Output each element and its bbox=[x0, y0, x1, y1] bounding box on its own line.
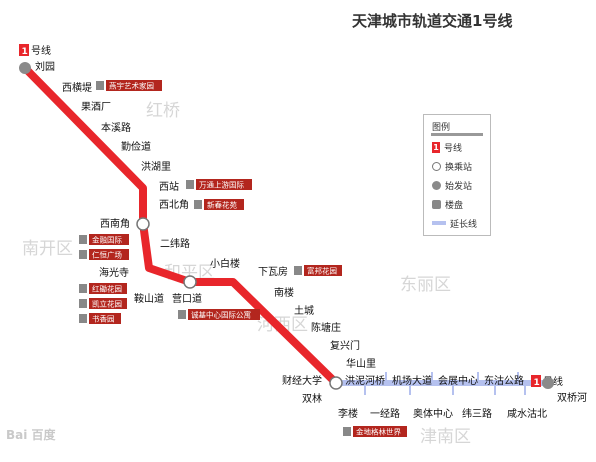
line-1-badge-north: 1 号线 bbox=[19, 44, 51, 57]
station-fuxingmen[interactable]: 复兴门 bbox=[330, 339, 360, 352]
transfer-station-icon bbox=[432, 161, 441, 171]
station-caijingdaxue[interactable]: 财经大学 bbox=[282, 374, 322, 387]
svg-text:富邦花园: 富邦花园 bbox=[307, 266, 337, 276]
line-1-track bbox=[21, 64, 340, 387]
station-xiawafang[interactable]: 下瓦房 bbox=[258, 265, 288, 278]
district-nankai: 南开区 bbox=[22, 239, 73, 259]
legend-row-transfer: 换乘站 bbox=[432, 160, 473, 173]
district-jinnan: 津南区 bbox=[420, 427, 471, 447]
legend-property-label: 楼盘 bbox=[445, 200, 464, 211]
legend-row-property: 楼盘 bbox=[432, 198, 464, 211]
station-aotizhongxin[interactable]: 奥体中心 bbox=[413, 407, 453, 420]
svg-text:金融国际: 金融国际 bbox=[92, 235, 122, 245]
property-tag[interactable]: 书香园 bbox=[79, 313, 121, 324]
transfer-marker-yingkoudao bbox=[183, 275, 197, 289]
station-haiguangsi[interactable]: 海光寺 bbox=[99, 266, 129, 279]
svg-text:新春花苑: 新春花苑 bbox=[207, 200, 237, 210]
svg-text:诚基中心国际公寓: 诚基中心国际公寓 bbox=[191, 310, 251, 320]
station-guojiuchang[interactable]: 果酒厂 bbox=[81, 101, 111, 113]
legend-title: 图例 bbox=[432, 123, 451, 133]
station-xiaobailou[interactable]: 小白楼 bbox=[210, 257, 240, 270]
station-huashanli[interactable]: 华山里 bbox=[346, 357, 376, 370]
svg-text:燕宇艺术家园: 燕宇艺术家园 bbox=[109, 81, 154, 91]
svg-text:仁恒广场: 仁恒广场 bbox=[92, 250, 122, 260]
station-xizhan[interactable]: 西站 bbox=[159, 180, 179, 193]
station-tucheng[interactable]: 土城 bbox=[294, 304, 314, 317]
terminal-marker-liuyuan bbox=[19, 62, 31, 74]
terminal-station-icon bbox=[432, 180, 441, 190]
station-liuyuan[interactable]: 刘园 bbox=[35, 61, 55, 73]
property-tag[interactable]: 富邦花园 bbox=[294, 265, 342, 276]
svg-text:1: 1 bbox=[534, 378, 540, 388]
property-icon bbox=[432, 199, 441, 209]
station-anshandao[interactable]: 鞍山道 bbox=[134, 292, 164, 305]
svg-text:号线: 号线 bbox=[31, 44, 51, 57]
legend-terminal-label: 始发站 bbox=[445, 181, 473, 192]
property-tag[interactable]: 金融国际 bbox=[79, 234, 129, 245]
station-qinjiandao[interactable]: 勤俭道 bbox=[121, 140, 151, 153]
terminal-marker-shuangqiaohe bbox=[542, 377, 554, 389]
svg-text:金地格林世界: 金地格林世界 bbox=[356, 427, 401, 437]
legend-row-line: 1 号线 bbox=[432, 141, 463, 154]
legend-row-extension: 延长线 bbox=[432, 217, 478, 230]
transfer-marker-caijing bbox=[329, 376, 343, 390]
station-shuangqiaohe[interactable]: 双桥河 bbox=[557, 392, 587, 404]
station-xinanjiao[interactable]: 西南角 bbox=[100, 217, 130, 230]
property-tag[interactable]: 金地格林世界 bbox=[343, 426, 407, 437]
line-badge-icon: 1 bbox=[432, 141, 440, 153]
station-xianshuiguobei[interactable]: 咸水沽北 bbox=[507, 407, 547, 420]
legend-extension-label: 延长线 bbox=[450, 219, 478, 230]
svg-text:书香园: 书香园 bbox=[92, 314, 115, 324]
property-tag[interactable]: 凯立花园 bbox=[79, 298, 127, 309]
legend-transfer-label: 换乘站 bbox=[445, 162, 473, 173]
extension-ticks bbox=[364, 372, 526, 395]
legend: 图例 1 号线 换乘站 始发站 楼盘 延长线 bbox=[423, 114, 491, 236]
station-yingkoudao[interactable]: 营口道 bbox=[172, 292, 202, 305]
station-weisanlu[interactable]: 纬三路 bbox=[462, 407, 492, 420]
station-dongguanglu[interactable]: 东沽公路 bbox=[484, 374, 524, 387]
district-hongqiao: 红桥 bbox=[146, 101, 180, 121]
station-lilou[interactable]: 李楼 bbox=[338, 407, 358, 420]
station-huizhanzhongxin[interactable]: 会展中心 bbox=[438, 374, 478, 387]
station-xibeijiao[interactable]: 西北角 bbox=[159, 199, 189, 211]
station-erweilu[interactable]: 二纬路 bbox=[160, 237, 190, 250]
property-tag[interactable]: 红磡花园 bbox=[79, 283, 127, 294]
station-shuanglin[interactable]: 双林 bbox=[302, 392, 322, 405]
district-dongli: 东丽区 bbox=[400, 275, 451, 295]
legend-row-terminal: 始发站 bbox=[432, 179, 473, 192]
station-benxilu[interactable]: 本溪路 bbox=[101, 121, 131, 134]
svg-text:凯立花园: 凯立花园 bbox=[92, 299, 122, 309]
property-tag[interactable]: 万通上游国际 bbox=[186, 179, 252, 190]
transfer-marker-xinanjiao bbox=[136, 217, 150, 231]
legend-divider bbox=[431, 133, 483, 136]
property-tag[interactable]: 燕宇艺术家园 bbox=[96, 80, 162, 91]
station-hongfuli[interactable]: 洪湖里 bbox=[141, 161, 171, 173]
extension-line-icon bbox=[432, 221, 446, 225]
station-yijinglu[interactable]: 一经路 bbox=[370, 407, 400, 420]
station-chentangzhuang[interactable]: 陈塘庄 bbox=[311, 321, 341, 334]
property-tag[interactable]: 诚基中心国际公寓 bbox=[178, 309, 260, 320]
station-xihengdi[interactable]: 西横堤 bbox=[62, 81, 92, 94]
svg-text:1: 1 bbox=[22, 47, 28, 57]
svg-text:红磡花园: 红磡花园 bbox=[92, 284, 122, 294]
property-tag[interactable]: 新春花苑 bbox=[194, 199, 244, 210]
watermark: Bai 百度 bbox=[6, 428, 56, 442]
svg-text:万通上游国际: 万通上游国际 bbox=[199, 180, 244, 190]
station-jichangdadao[interactable]: 机场大道 bbox=[392, 374, 432, 387]
station-hongnihe[interactable]: 洪泥河桥 bbox=[345, 374, 385, 387]
map-title: 天津城市轨道交通1号线 bbox=[352, 12, 513, 30]
property-tag[interactable]: 仁恒广场 bbox=[79, 249, 129, 260]
legend-line-label: 号线 bbox=[444, 143, 463, 154]
station-nanlou[interactable]: 南楼 bbox=[274, 286, 294, 299]
